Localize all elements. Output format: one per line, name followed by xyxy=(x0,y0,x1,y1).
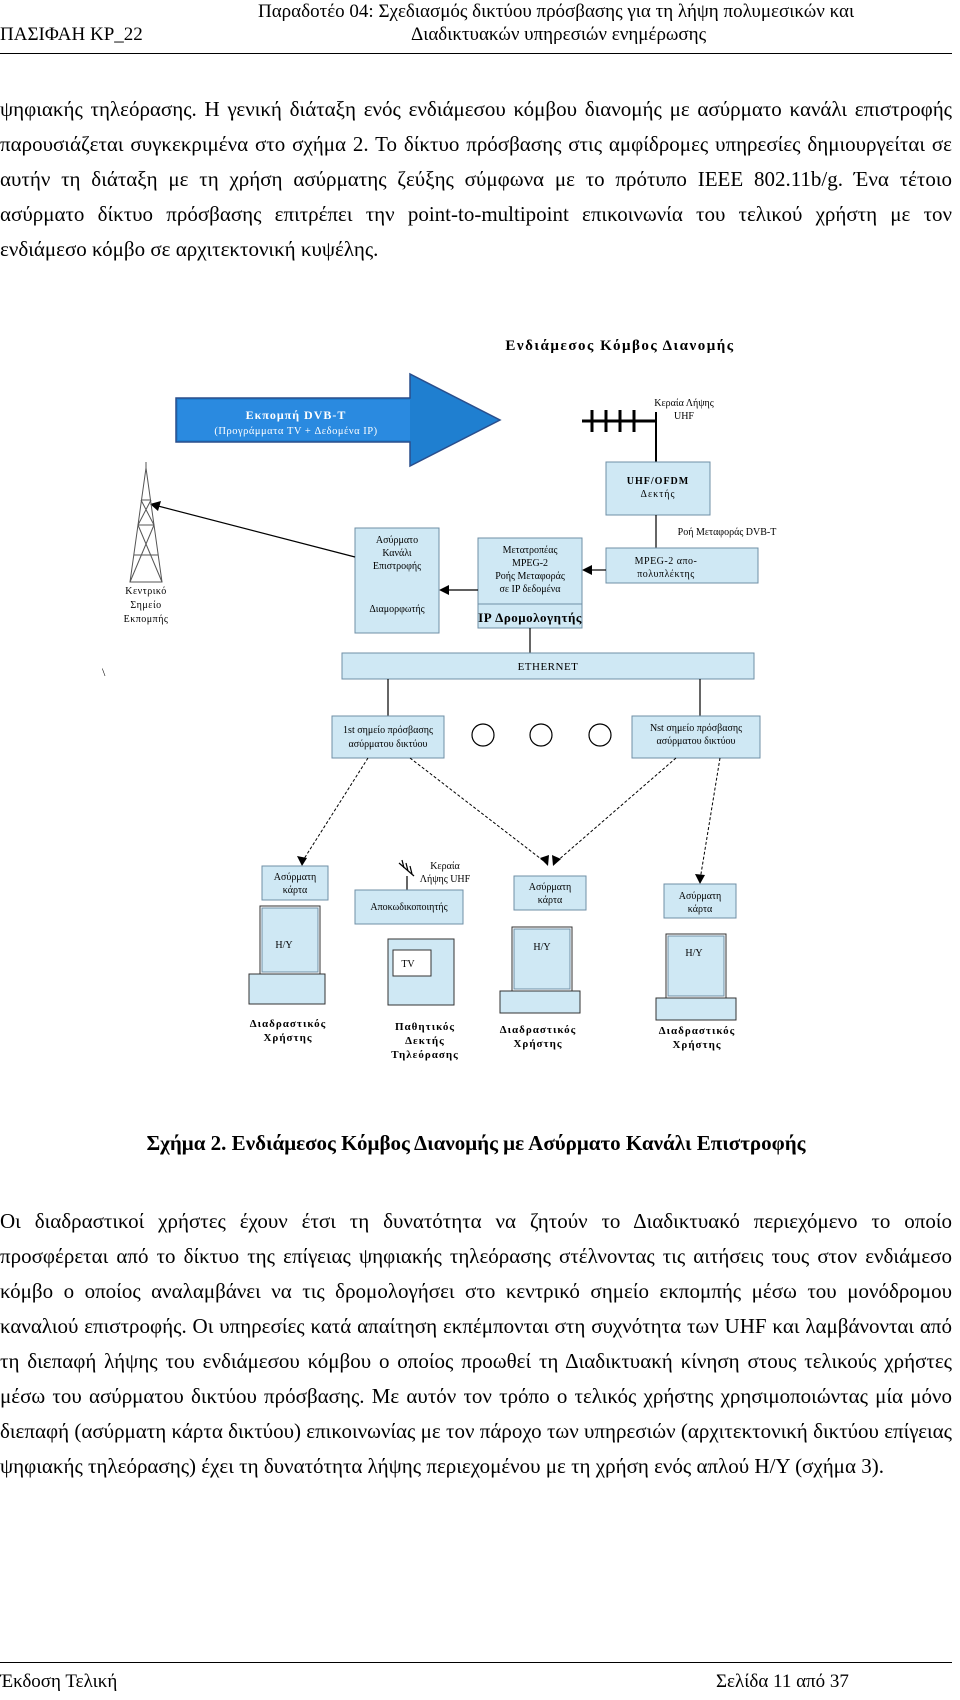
network-diagram: Ενδιάμεσος Κόμβος Διανομής Εκπομπή DVB-T… xyxy=(102,338,777,1061)
user-1-label-1: Διαδραστικός xyxy=(250,1018,327,1030)
decoder-box xyxy=(354,889,464,925)
pc-1-label: Η/Υ xyxy=(275,940,292,951)
decoder-label: Αποκωδικοποιητής xyxy=(370,902,447,913)
tv-label: TV xyxy=(401,959,415,970)
wireless-links xyxy=(301,757,721,881)
pc-4-label: Η/Υ xyxy=(685,948,702,959)
header-left: ΠΑΣΙΦΑΗ ΚΡ_22 xyxy=(0,24,143,45)
modulator-box xyxy=(354,527,440,634)
central-label-2: Σημείο xyxy=(130,600,161,611)
stb-antenna-label-2: Λήψης UHF xyxy=(420,874,471,885)
card-3-label-2: κάρτα xyxy=(538,895,563,906)
card-1-label-1: Ασύρματη xyxy=(274,872,316,883)
modulator-label: Διαμορφωτής xyxy=(369,604,424,615)
wireless-card-3-box xyxy=(513,875,587,911)
ethernet-label: ETHERNET xyxy=(518,661,579,673)
user-4-label-2: Χρήστης xyxy=(672,1039,721,1051)
header-right-line2: Διαδικτυακών υπηρεσιών ενημέρωσης xyxy=(411,24,707,45)
footer-right: Σελίδα 11 από 37 xyxy=(716,1671,849,1692)
header-rule xyxy=(0,53,952,54)
antenna-label-1: Κεραία Λήψης xyxy=(654,398,713,409)
user-4-label-1: Διαδραστικός xyxy=(659,1025,736,1037)
header-right-line1: Παραδοτέο 04: Σχεδιασμός δικτύου πρόσβασ… xyxy=(258,1,855,22)
converter-label-4: σε IP δεδομένα xyxy=(499,584,561,595)
diagram-title: Ενδιάμεσος Κόμβος Διανομής xyxy=(505,338,734,354)
card-4-label-2: κάρτα xyxy=(688,904,713,915)
body-paragraph-1: ψηφιακής τηλεόρασης. Η γενική διάταξη εν… xyxy=(0,97,952,261)
ofdm-receiver-box xyxy=(605,461,711,516)
tv-icon xyxy=(387,938,455,1006)
converter-label-2: MPEG-2 xyxy=(512,558,548,569)
demux-label-2: πολυπλέκτης xyxy=(637,569,695,580)
stray-backslash: \ xyxy=(102,665,106,679)
card-3-label-1: Ασύρματη xyxy=(529,882,571,893)
demux-label-1: MPEG-2 απο- xyxy=(635,556,698,567)
wireless-card-4-box xyxy=(663,883,737,919)
broadcast-label-2: (Προγράμματα TV + Δεδομένα IP) xyxy=(214,426,377,437)
demux-box xyxy=(605,547,759,584)
pc-3-icon xyxy=(499,926,581,1014)
uhf-antenna-icon xyxy=(582,410,657,462)
footer-left: Έκδοση Τελική xyxy=(0,1671,118,1692)
user-3-label-2: Χρήστης xyxy=(513,1038,562,1050)
broadcast-label-1: Εκπομπή DVB-T xyxy=(246,408,347,422)
wireless-card-1-box xyxy=(261,865,329,901)
body-paragraph-2: Οι διαδραστικοί χρήστες έχουν έτσι τη δυ… xyxy=(0,1209,952,1478)
ethernet-bar xyxy=(341,652,755,680)
card-4-label-1: Ασύρματη xyxy=(679,891,721,902)
user-3-label-1: Διαδραστικός xyxy=(500,1024,577,1036)
card-1-label-2: κάρτα xyxy=(283,885,308,896)
converter-label-1: Μετατροπέας xyxy=(503,545,558,556)
dvbt-stream-label: Ροή Μεταφοράς DVB-T xyxy=(678,527,777,538)
return-label-3: Επιστροφής xyxy=(373,561,421,572)
passive-label-1: Παθητικός xyxy=(395,1021,455,1033)
pc-4-icon xyxy=(655,933,737,1021)
access-point-n-box xyxy=(631,715,761,759)
stb-antenna-icon xyxy=(398,859,415,890)
ap1-label-1: 1st σημείο πρόσβασης xyxy=(343,725,433,736)
pc-1-icon xyxy=(248,905,326,1005)
antenna-label-2: UHF xyxy=(674,411,694,422)
passive-label-2: Δεκτής xyxy=(405,1035,445,1047)
footer-rule xyxy=(0,1662,952,1663)
central-label-3: Εκπομπής xyxy=(124,614,169,625)
apn-label-2: ασύρματου δικτύου xyxy=(656,736,735,747)
converter-label-3: Ροής Μεταφοράς xyxy=(495,571,565,582)
converter-box xyxy=(477,537,583,629)
access-point-1-box xyxy=(331,715,445,759)
passive-label-3: Τηλεόρασης xyxy=(391,1049,459,1061)
apn-label-1: Nst σημείο πρόσβασης xyxy=(650,723,742,734)
return-label-2: Κανάλι xyxy=(382,548,412,559)
ofdm-label-2: Δεκτής xyxy=(641,489,676,500)
broadcast-tower-icon xyxy=(129,462,163,583)
stb-antenna-label-1: Κεραία xyxy=(430,861,460,872)
central-label-1: Κεντρικό xyxy=(125,586,166,597)
access-point-placeholder-3 xyxy=(588,723,612,747)
router-label: IP Δρομολογητής xyxy=(478,610,582,625)
ap1-label-2: ασύρματου δικτύου xyxy=(348,739,427,750)
user-1-label-2: Χρήστης xyxy=(263,1032,312,1044)
ofdm-label-1: UHF/OFDM xyxy=(627,476,689,487)
access-point-placeholder-2 xyxy=(529,723,553,747)
return-label-1: Ασύρματο xyxy=(376,535,418,546)
pc-3-label: Η/Υ xyxy=(533,942,550,953)
access-point-placeholder-1 xyxy=(471,723,495,747)
figure-caption: Σχήμα 2. Ενδιάμεσος Κόμβος Διανομής με Α… xyxy=(146,1131,806,1155)
